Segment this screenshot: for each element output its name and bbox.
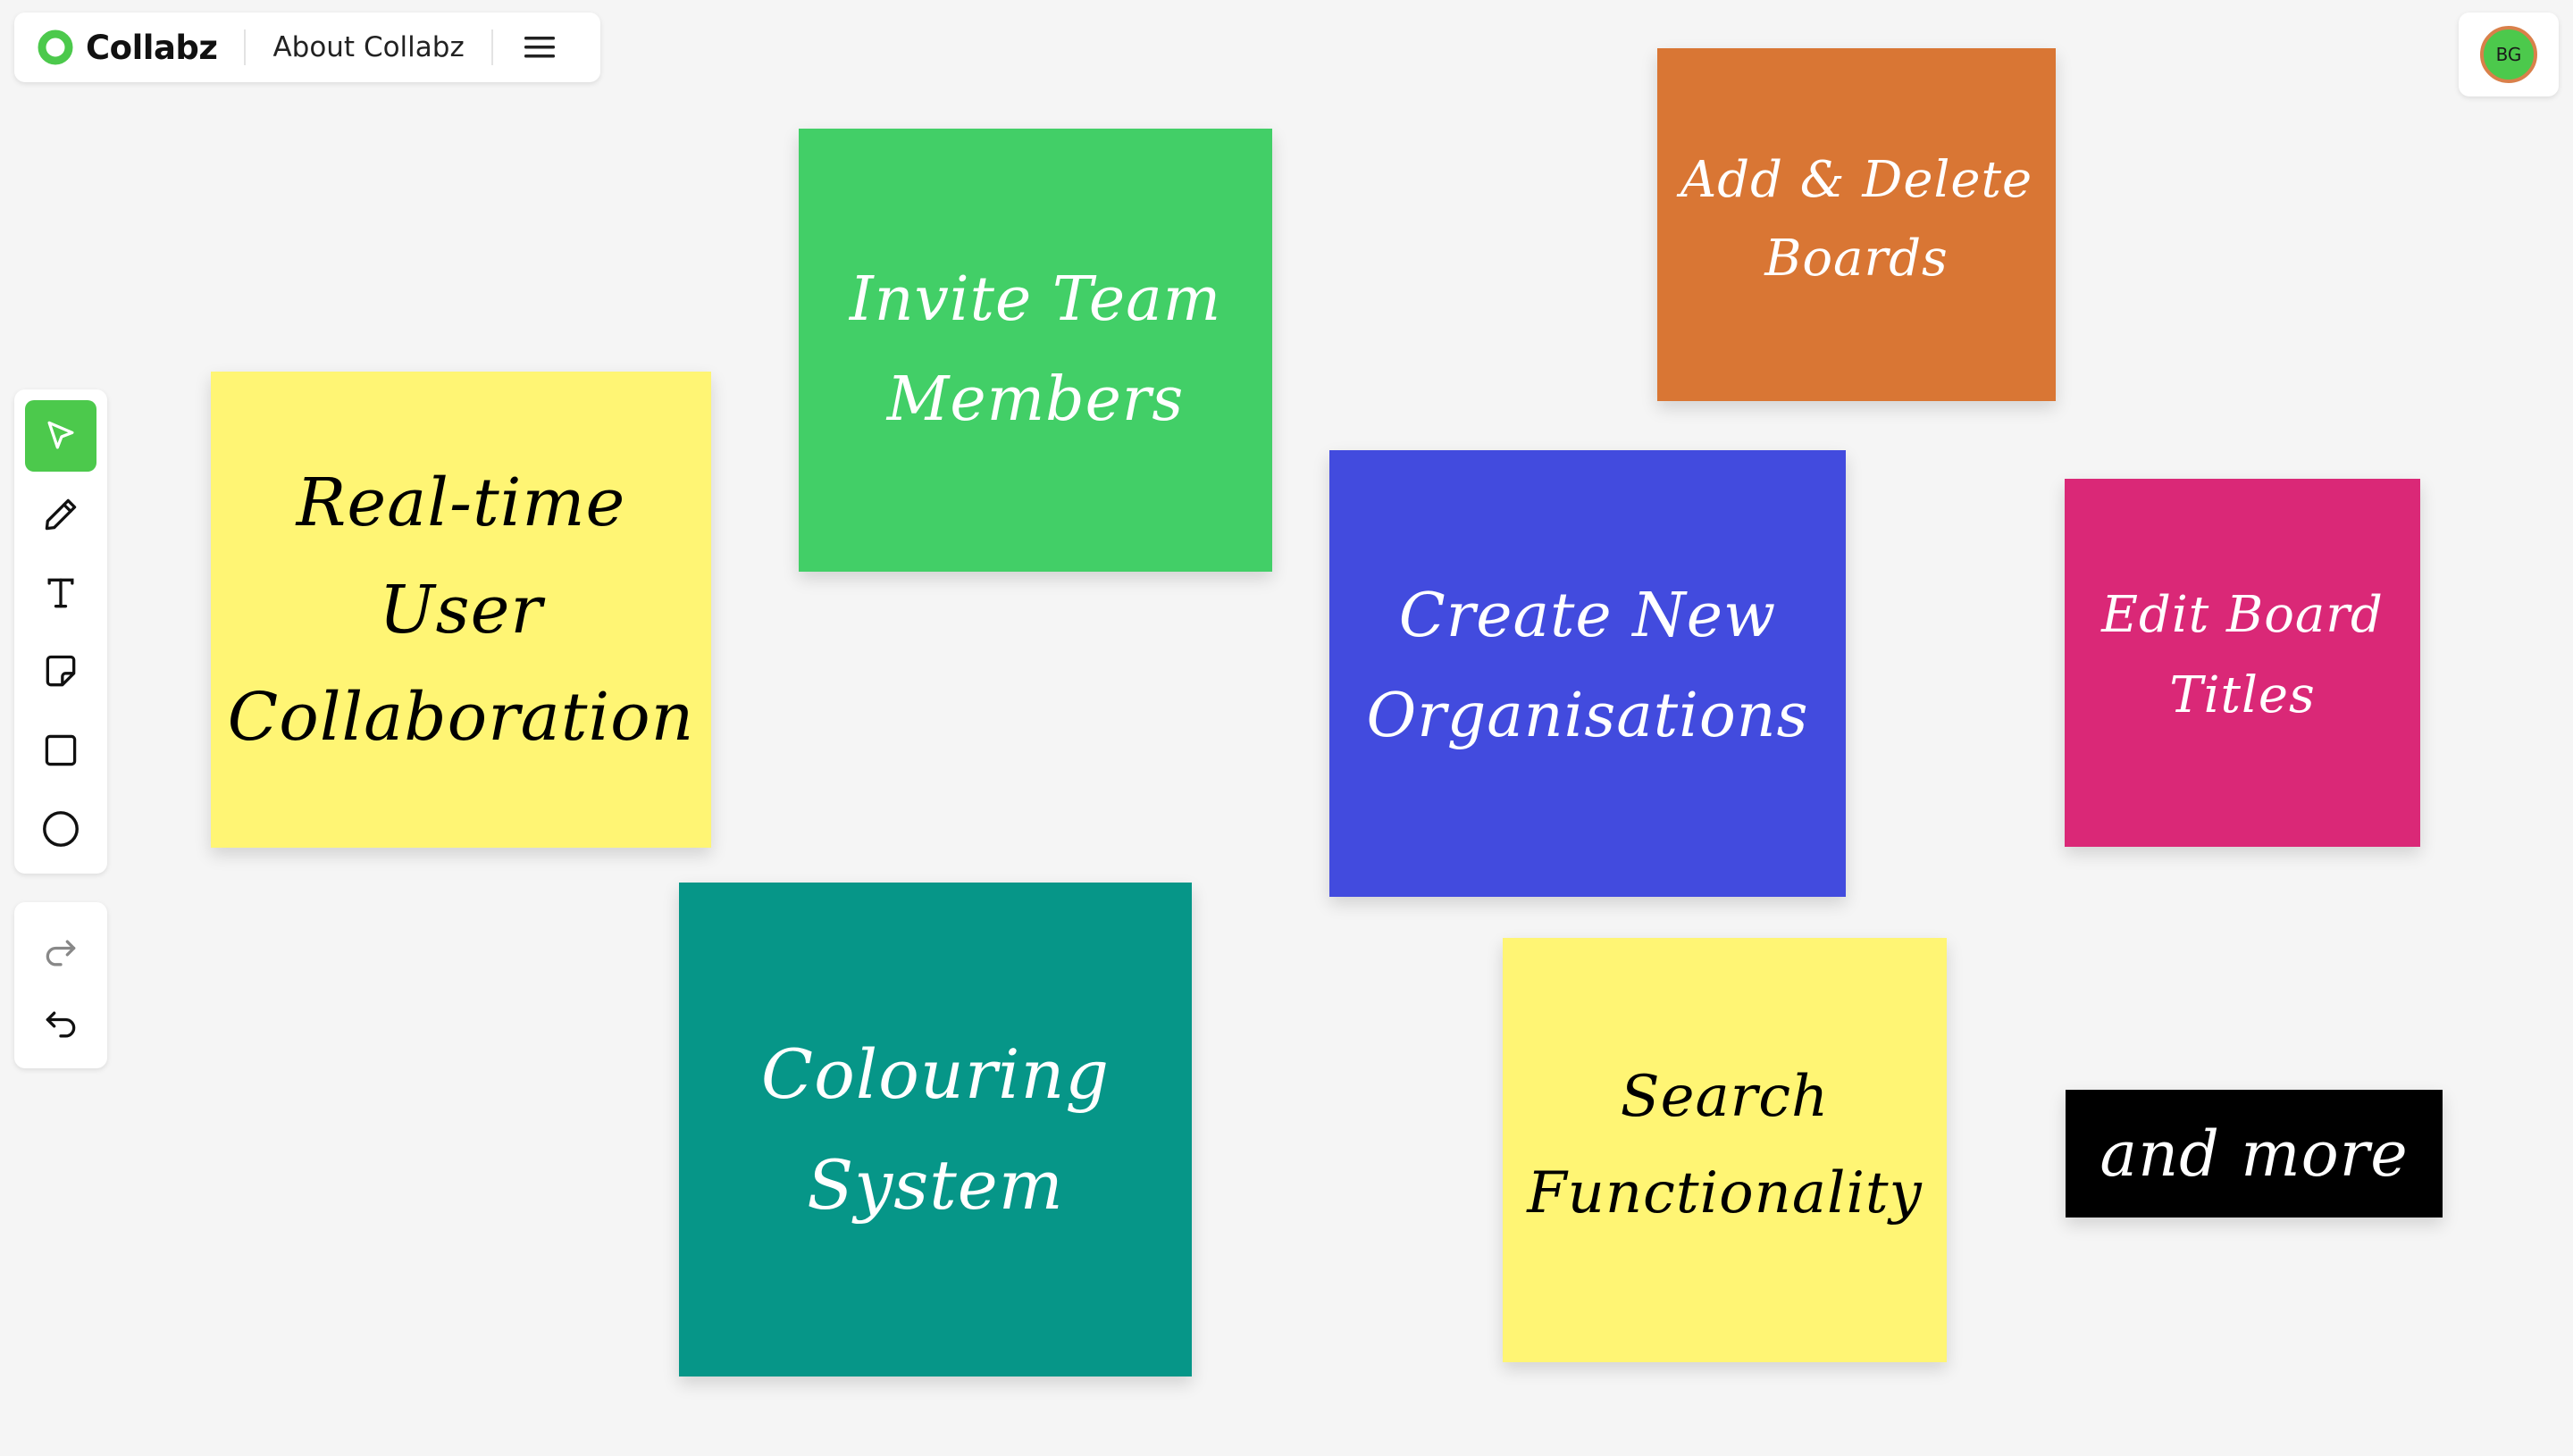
note-add-delete-boards[interactable]: Add & Delete Boards bbox=[1657, 48, 2056, 401]
app-name: Collabz bbox=[86, 28, 218, 67]
redo-button[interactable] bbox=[25, 922, 96, 984]
note-and-more[interactable]: and more bbox=[2066, 1090, 2443, 1218]
redo-icon bbox=[46, 940, 76, 966]
note-colouring-system[interactable]: Colouring System bbox=[679, 883, 1192, 1377]
drawing-toolbar bbox=[14, 389, 107, 874]
note-search-functionality[interactable]: Search Functionality bbox=[1503, 938, 1947, 1362]
ellipse-tool-button[interactable] bbox=[25, 793, 96, 865]
note-text: Add & Delete Boards bbox=[1680, 151, 2033, 288]
text-tool-button[interactable] bbox=[25, 557, 96, 629]
sticky-note-icon bbox=[46, 655, 76, 687]
note-text: and more bbox=[2099, 1117, 2409, 1191]
note-text: Invite Team Members bbox=[849, 264, 1222, 435]
about-link[interactable]: About Collabz bbox=[272, 31, 465, 63]
note-text: Real-time User Collaboration bbox=[227, 464, 695, 756]
cursor-arrow-icon bbox=[47, 421, 74, 449]
note-invite-team-members[interactable]: Invite Team Members bbox=[799, 129, 1272, 572]
top-navigation-bar: Collabz About Collabz bbox=[14, 13, 600, 82]
pencil-icon bbox=[45, 498, 77, 531]
undo-icon bbox=[46, 1011, 76, 1038]
note-text: Edit Board Titles bbox=[2101, 586, 2384, 724]
avatar[interactable]: BG bbox=[2480, 26, 2537, 83]
sticky-note-tool-button[interactable] bbox=[25, 636, 96, 707]
logo[interactable]: Collabz bbox=[38, 28, 218, 67]
select-tool-button[interactable] bbox=[25, 400, 96, 472]
divider bbox=[490, 29, 493, 65]
user-menu[interactable]: BG bbox=[2459, 13, 2559, 96]
ellipse-icon bbox=[43, 811, 79, 847]
pencil-tool-button[interactable] bbox=[25, 479, 96, 550]
history-toolbar bbox=[14, 902, 107, 1068]
rectangle-tool-button[interactable] bbox=[25, 715, 96, 786]
note-realtime-collaboration[interactable]: Real-time User Collaboration bbox=[211, 372, 711, 848]
collabz-logo-icon bbox=[38, 29, 73, 65]
rectangle-icon bbox=[45, 734, 77, 766]
divider bbox=[244, 29, 247, 65]
undo-button[interactable] bbox=[25, 993, 96, 1056]
hamburger-menu-icon bbox=[524, 37, 555, 58]
menu-button[interactable] bbox=[520, 28, 559, 67]
note-create-new-organisations[interactable]: Create New Organisations bbox=[1329, 450, 1846, 897]
note-edit-board-titles[interactable]: Edit Board Titles bbox=[2065, 479, 2420, 847]
note-text: Search Functionality bbox=[1527, 1064, 1923, 1226]
note-text: Colouring System bbox=[760, 1033, 1110, 1225]
text-icon bbox=[47, 578, 74, 608]
note-text: Create New Organisations bbox=[1366, 581, 1809, 751]
